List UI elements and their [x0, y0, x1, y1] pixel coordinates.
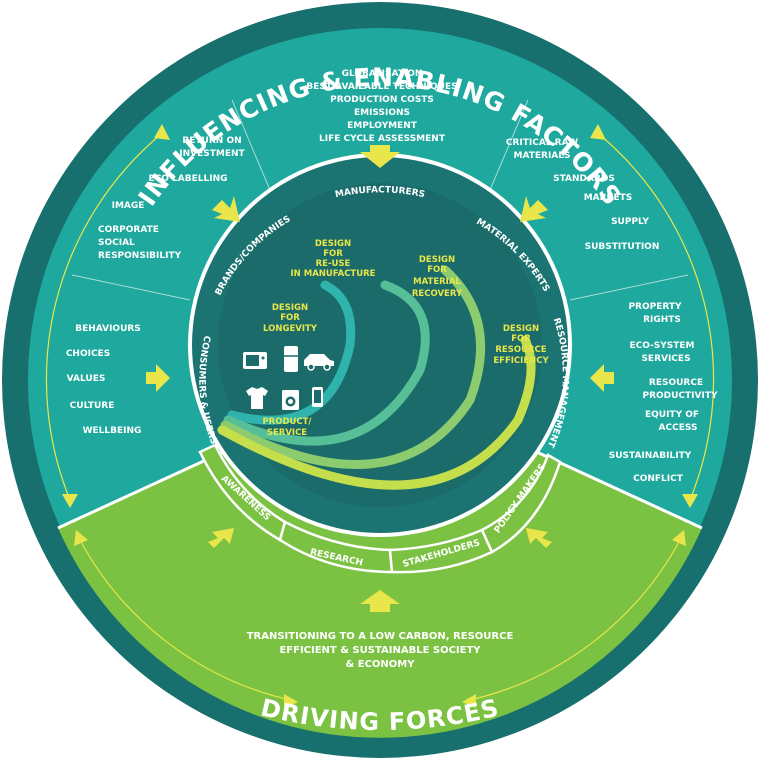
arrow-bottom — [360, 590, 400, 612]
inner-core — [218, 183, 542, 507]
arrow-lower-left — [208, 528, 234, 548]
right-factor-5: PRODUCTIVITY — [642, 391, 718, 401]
design-label-material-0: DESIGN — [419, 255, 455, 265]
design-label-resource-1: FOR — [511, 334, 531, 344]
arrow-right — [590, 364, 614, 392]
arrow-left — [146, 364, 170, 392]
upper-left-factor-5: SOCIAL — [98, 238, 135, 248]
right-factor-4: RESOURCE — [649, 378, 703, 388]
top-factor-0: GLOBALISATION — [342, 69, 423, 79]
upper-right-factor-4: SUPPLY — [611, 217, 649, 227]
upper-left-factor-2: ECO LABELLING — [149, 174, 228, 184]
arrow-upper-right — [520, 196, 548, 222]
right-factors: PROPERTY RIGHTS ECO-SYSTEM SERVICES RESOURCE… — [609, 302, 718, 484]
arrow-upper-left — [212, 196, 240, 222]
fridge-icon — [284, 346, 298, 372]
driving-line-1: EFFICIENT & SUSTAINABLE SOCIETY — [279, 645, 481, 656]
left-factor-2: VALUES — [67, 374, 106, 384]
upper-left-factor-6: RESPONSIBILITY — [98, 251, 182, 261]
design-label-reuse-3: IN MANUFACTURE — [291, 269, 376, 279]
band-segments — [198, 443, 562, 574]
upper-right-factor-3: MARKETS — [584, 193, 633, 203]
design-label-resource-0: DESIGN — [503, 324, 539, 334]
design-label-product-1: SERVICE — [267, 428, 307, 438]
left-factors: BEHAVIOURS CHOICES VALUES CULTURE WELLBEING — [66, 324, 142, 436]
left-factor-0: BEHAVIOURS — [75, 324, 141, 334]
factor-arrows — [146, 145, 614, 612]
upper-right-factor-1: MATERIALS — [514, 151, 571, 161]
design-label-material-2: MATERIAL — [413, 277, 461, 287]
upper-right-factors: CRITICAL RAW MATERIALS STANDARDS MARKETS SUP… — [506, 138, 659, 252]
product-icons — [243, 346, 334, 410]
upper-left-factors: RETURN ON INVESTMENT ECO LABELLING IMAGE COR… — [98, 136, 246, 261]
right-factor-7: ACCESS — [659, 423, 698, 433]
top-factor-2: PRODUCTION COSTS — [330, 95, 434, 105]
right-factor-1: RIGHTS — [643, 315, 681, 325]
car-icon — [304, 354, 334, 371]
left-factor-1: CHOICES — [66, 349, 110, 359]
arrow-lower-right — [526, 528, 552, 548]
upper-left-factor-1: INVESTMENT — [179, 149, 245, 159]
right-factor-9: CONFLICT — [633, 474, 684, 484]
design-label-resource-2: RESOURCE — [495, 345, 546, 355]
design-label-resource-3: EFFICIENCY — [493, 356, 549, 366]
right-factor-0: PROPERTY — [628, 302, 682, 312]
left-factor-4: WELLBEING — [83, 426, 142, 436]
top-factor-3: EMISSIONS — [354, 108, 410, 118]
design-label-reuse-1: FOR — [323, 249, 343, 259]
microwave-icon — [243, 352, 267, 369]
right-factor-2: ECO-SYSTEM — [629, 341, 694, 351]
ring-label-manufacturers: MANUFACTURERS — [334, 185, 426, 200]
driving-line-0: TRANSITIONING TO A LOW CARBON, RESOURCE — [247, 631, 514, 642]
top-factor-4: EMPLOYMENT — [347, 121, 418, 131]
thin-dividers — [71, 99, 689, 301]
right-factor-8: SUSTAINABILITY — [609, 451, 692, 461]
guide-arrows — [45, 134, 715, 701]
design-label-longevity-2: LONGEVITY — [263, 324, 318, 334]
design-label-material-3: RECOVERY — [412, 289, 463, 299]
arrow-top — [360, 145, 400, 168]
design-spiral — [217, 265, 536, 490]
upper-left-factor-0: RETURN ON — [182, 136, 241, 146]
tshirt-icon — [246, 387, 268, 409]
top-factor-1: BEST AVAILABLE TECHNIQUES — [306, 82, 457, 92]
top-center-factors: GLOBALISATION BEST AVAILABLE TECHNIQUES PR… — [306, 69, 457, 144]
right-factor-6: EQUITY OF — [645, 410, 699, 420]
top-factor-5: LIFE CYCLE ASSESSMENT — [319, 134, 446, 144]
right-factor-3: SERVICES — [641, 354, 690, 364]
washing-machine-icon — [282, 390, 299, 410]
design-label-reuse-2: RE-USE — [316, 259, 351, 269]
design-label-material-1: FOR — [427, 265, 447, 275]
upper-right-factor-5: SUBSTITUTION — [585, 242, 660, 252]
driving-line-2: & ECONOMY — [346, 659, 416, 670]
guide-arrowheads — [62, 124, 698, 708]
phone-icon — [312, 387, 323, 407]
left-factor-3: CULTURE — [70, 401, 115, 411]
upper-left-factor-4: CORPORATE — [98, 225, 159, 235]
design-label-reuse-0: DESIGN — [315, 239, 351, 249]
upper-right-factor-0: CRITICAL RAW — [506, 138, 578, 148]
driving-forces-text: TRANSITIONING TO A LOW CARBON, RESOURCE E… — [247, 631, 514, 670]
upper-right-factor-2: STANDARDS — [553, 174, 615, 184]
design-label-product-0: PRODUCT/ — [262, 417, 312, 427]
design-label-longevity-1: FOR — [280, 313, 300, 323]
upper-left-factor-3: IMAGE — [112, 201, 145, 211]
design-label-longevity-0: DESIGN — [272, 303, 308, 313]
